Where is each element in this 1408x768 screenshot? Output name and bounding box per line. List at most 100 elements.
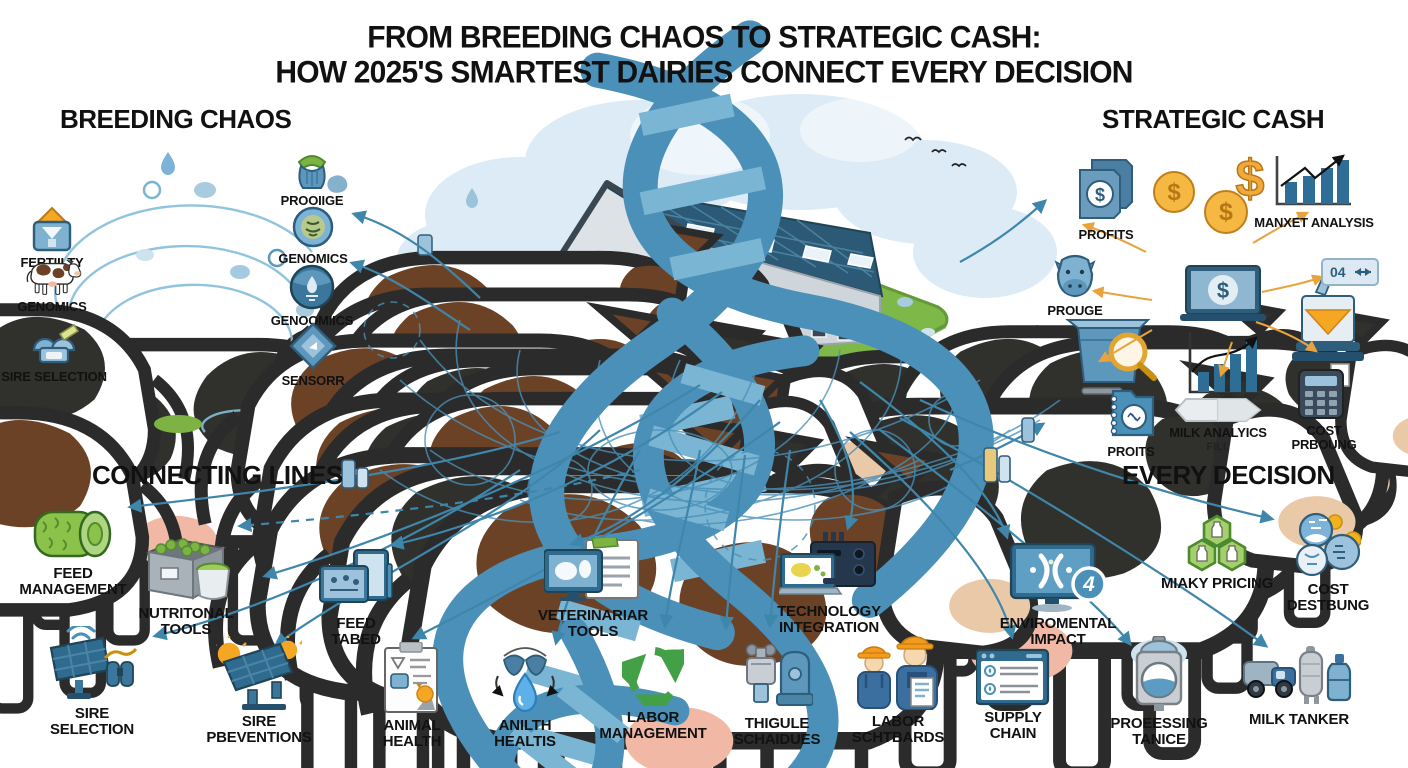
sensorr-icon bbox=[289, 322, 337, 370]
genomics-circle-icon bbox=[292, 206, 334, 248]
dollar-coin: $ bbox=[1204, 190, 1248, 234]
prouge-label: PROUGE bbox=[1047, 303, 1103, 318]
profits-docs-icon: $ bbox=[1079, 159, 1133, 219]
node-anilth-healtis: ANILTH HEALTIS bbox=[484, 644, 566, 750]
node-prouge: PROUGE bbox=[1040, 252, 1110, 318]
node-animal-health: ANIMAL HEALTH bbox=[372, 642, 452, 750]
section-strategic-cash: STRATEGIC CASH bbox=[1102, 104, 1325, 134]
prodiige-label: PROOIIGE bbox=[280, 193, 344, 208]
page-title: FROM BREEDING CHAOS TO STRATEGIC CASH: H… bbox=[0, 20, 1408, 89]
section-breeding-chaos: BREEDING CHAOS bbox=[60, 104, 292, 134]
veterinarian-tools-label: VETERINARIAR TOOLS bbox=[537, 607, 649, 640]
node-sire-selection-left: SIRE SELECTION bbox=[1, 322, 107, 384]
milk-hex-icon bbox=[1187, 514, 1247, 572]
profits-top-label: PROFITS bbox=[1078, 227, 1134, 242]
node-supply-chain: SUPPLY CHAIN bbox=[972, 648, 1054, 742]
node-profits-top: $ PROFITS bbox=[1068, 158, 1144, 242]
chaos-doodads bbox=[136, 152, 478, 317]
cow-head-icon bbox=[1054, 254, 1096, 298]
nutritional-tools-label: NUTRITONAL TOOLS bbox=[138, 605, 234, 638]
processing-tank-icon bbox=[1131, 636, 1187, 711]
feed-tablet-icon bbox=[319, 549, 393, 603]
feed-tabed-label: FEED TABED bbox=[331, 615, 381, 648]
node-spec-chip: 04 bbox=[1318, 258, 1382, 286]
workers-icon bbox=[857, 636, 938, 710]
health-clipboard-icon bbox=[384, 642, 438, 713]
supply-checklist-icon bbox=[976, 648, 1050, 706]
chaos-cows bbox=[0, 227, 1031, 768]
dollar-coin: $ bbox=[1153, 171, 1195, 213]
genomics-left-label: GENOMICS bbox=[17, 299, 87, 314]
node-labor-schtbards: LABOR SCHTBARDS bbox=[848, 636, 948, 746]
node-feed-tabed: FEED TABED bbox=[316, 548, 396, 648]
solar-sun-icon bbox=[216, 636, 302, 710]
node-thigule-schaidues: THIGULE SCHAIDUES bbox=[722, 640, 832, 748]
milk-pill-icon bbox=[1174, 398, 1262, 422]
prodiige-icon bbox=[297, 155, 327, 189]
milk-tanker-label: MILK TANKER bbox=[1248, 711, 1349, 728]
milking-machine-icon bbox=[745, 643, 813, 706]
node-cost-probung: COST PRBOUNG bbox=[1282, 362, 1366, 451]
milk-tanker-icon bbox=[1243, 646, 1352, 704]
genoomiics-icon bbox=[289, 264, 335, 310]
sensorr-label: SENSORR bbox=[281, 373, 345, 388]
proits-folder-icon bbox=[1110, 389, 1155, 437]
water-cycle-icon bbox=[492, 647, 558, 713]
svg-text:$: $ bbox=[1217, 278, 1229, 303]
milk-analytics-label: MILK ANALYICS bbox=[1169, 425, 1267, 440]
svg-text:$: $ bbox=[1095, 185, 1105, 205]
node-sensorr: SENSORR bbox=[281, 322, 345, 388]
section-every-decision: EVERY DECISION bbox=[1122, 460, 1335, 490]
vet-monitor-doc-icon bbox=[544, 538, 639, 601]
title-line2: HOW 2025'S SMARTEST DAIRIES CONNECT EVER… bbox=[275, 55, 1133, 90]
laptop-dollar-icon: $ bbox=[1180, 265, 1266, 321]
milk-analytics-sub-label: FILt. bbox=[1206, 440, 1230, 453]
node-genoomiics: GENOOMIICS bbox=[271, 264, 353, 328]
anilth-healtis-label: ANILTH HEALTIS bbox=[494, 717, 556, 750]
milky-pricing-label: MIAKY PRICING bbox=[1160, 575, 1274, 592]
node-milky-pricing: MIAKY PRICING bbox=[1161, 514, 1273, 592]
node-processing-tanice: PROEESSING TANICE bbox=[1104, 636, 1214, 748]
cost-blobs-icon bbox=[1295, 512, 1361, 577]
big-dollar-sign: $ bbox=[1236, 150, 1265, 208]
feed-box-icon bbox=[145, 538, 230, 600]
processing-tanice-label: PROEESSING TANICE bbox=[1110, 715, 1208, 748]
supply-chain-label: SUPPLY CHAIN bbox=[984, 709, 1042, 742]
tech-laptop-server-icon bbox=[779, 532, 876, 595]
environmental-impact-label: ENVIROMENTAL IMPACT bbox=[999, 615, 1117, 648]
cash-arrows bbox=[1081, 211, 1325, 378]
svg-text:$: $ bbox=[1219, 198, 1233, 226]
jar-doodads bbox=[341, 417, 1035, 489]
sire-selection-bottom-label: SIRE SELECTION bbox=[49, 705, 135, 738]
node-labor-management: LABOR MANAGEMENT bbox=[598, 644, 708, 742]
svg-text:$: $ bbox=[1167, 179, 1181, 206]
hay-roll-icon bbox=[33, 510, 112, 558]
node-proits: PROITS bbox=[1092, 383, 1170, 459]
sire-selection-left-label: SIRE SELECTION bbox=[1, 369, 107, 384]
solar-sensor-icon bbox=[49, 626, 138, 699]
node-prodiige: PROOIIGE bbox=[280, 150, 344, 208]
environmental-badge: 4 bbox=[1082, 573, 1095, 596]
node-environmental-impact: 4 ENVIROMENTAL IMPACT bbox=[988, 542, 1128, 648]
sire-preventions-label: SIRE PBEVENTIONS bbox=[206, 713, 312, 746]
cost-destbung-label: COST DESTBUNG bbox=[1286, 581, 1370, 614]
node-cost-destbung: COST DESTBUNG bbox=[1278, 510, 1378, 614]
environment-monitor-icon: 4 bbox=[1009, 542, 1107, 612]
animal-health-label: ANIMAL HEALTH bbox=[382, 717, 442, 750]
node-feed-management: FEED MANAGEMENT bbox=[18, 504, 128, 598]
labor-management-label: LABOR MANAGEMENT bbox=[599, 709, 707, 742]
node-sire-selection-bottom: SIRE SELECTION bbox=[40, 626, 144, 738]
spec-chip-icon: 04 bbox=[1321, 258, 1379, 286]
genomics-right-label: GENOMICS bbox=[278, 251, 348, 266]
node-genomics-right: GENOMICS bbox=[278, 206, 348, 266]
node-genomics-left: GENOMICS bbox=[10, 256, 94, 314]
market-chart-icon bbox=[1275, 154, 1351, 206]
sire-selection-icon bbox=[32, 323, 80, 364]
node-milk-analytics: MILK ANALYICS FILt. bbox=[1164, 398, 1272, 453]
section-connecting-lines: CONNECTING LINES bbox=[92, 460, 343, 490]
proits-label: PROITS bbox=[1107, 444, 1155, 459]
genoomiics-label: GENOOMIICS bbox=[270, 313, 354, 328]
cost-probung-label: COST PRBOUNG bbox=[1291, 423, 1357, 452]
node-technology-integration: TECHNOLOGY INTEGRATION bbox=[762, 532, 896, 636]
